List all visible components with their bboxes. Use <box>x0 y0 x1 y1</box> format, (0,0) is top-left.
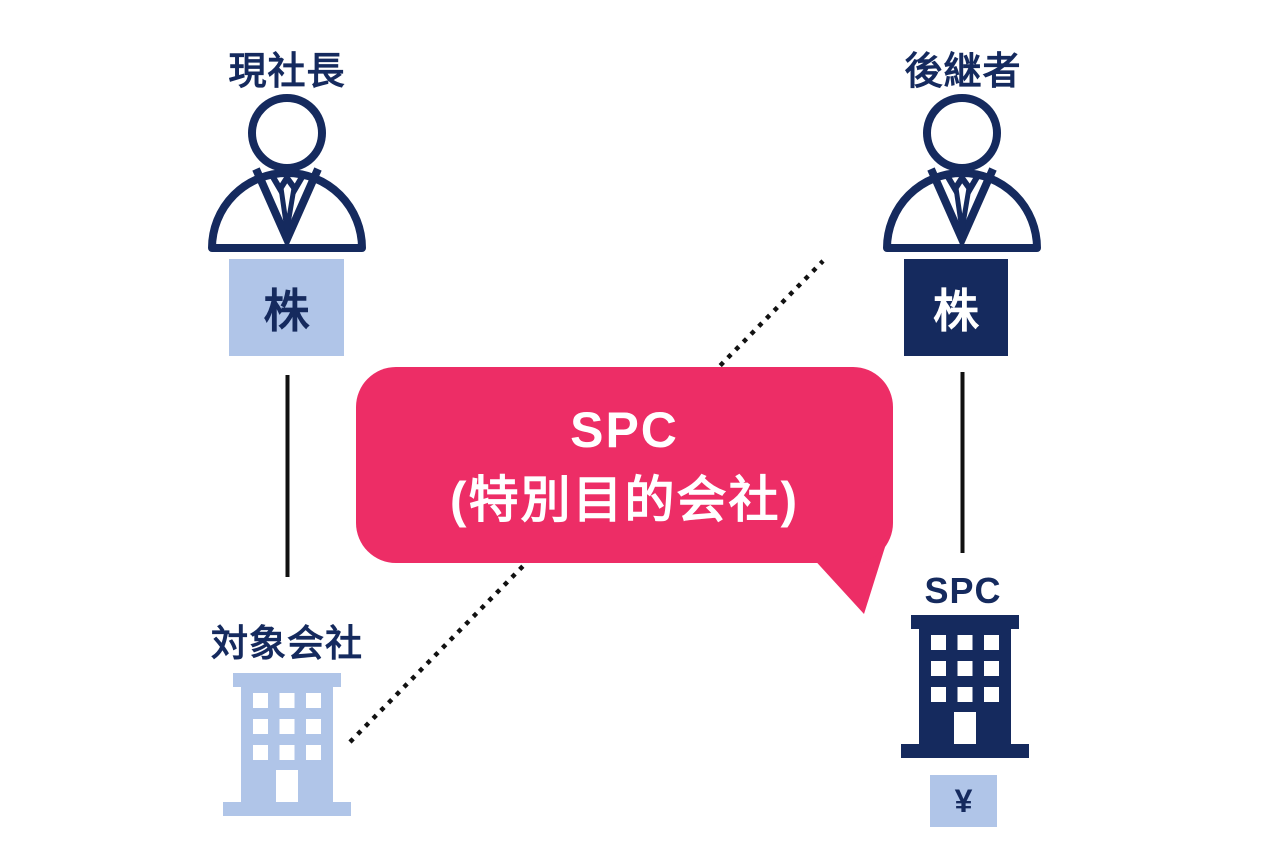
president-person-icon <box>208 94 366 252</box>
successor-stock-text: 株 <box>933 284 979 337</box>
successor-stock-badge: 株 <box>904 259 1008 356</box>
spc-money-text: ¥ <box>954 782 973 819</box>
successor-label: 後継者 <box>904 51 1022 93</box>
callout-bubble: SPC (特別目的会社) <box>356 367 893 563</box>
president-stock-badge: 株 <box>229 259 344 356</box>
callout-line2: (特別目的会社) <box>449 472 800 528</box>
edge-diagonal-dotted-line <box>348 259 825 744</box>
spc-money-badge: ¥ <box>930 775 997 827</box>
callout-line1: SPC <box>570 402 679 458</box>
target-company-building-icon <box>223 673 351 816</box>
president-label: 現社長 <box>228 51 346 93</box>
president-stock-text: 株 <box>263 284 310 337</box>
spc-building-icon <box>901 615 1029 758</box>
successor-person-icon <box>883 94 1041 252</box>
target-company-label: 対象会社 <box>211 623 363 664</box>
spc-label: SPC <box>924 570 1002 611</box>
